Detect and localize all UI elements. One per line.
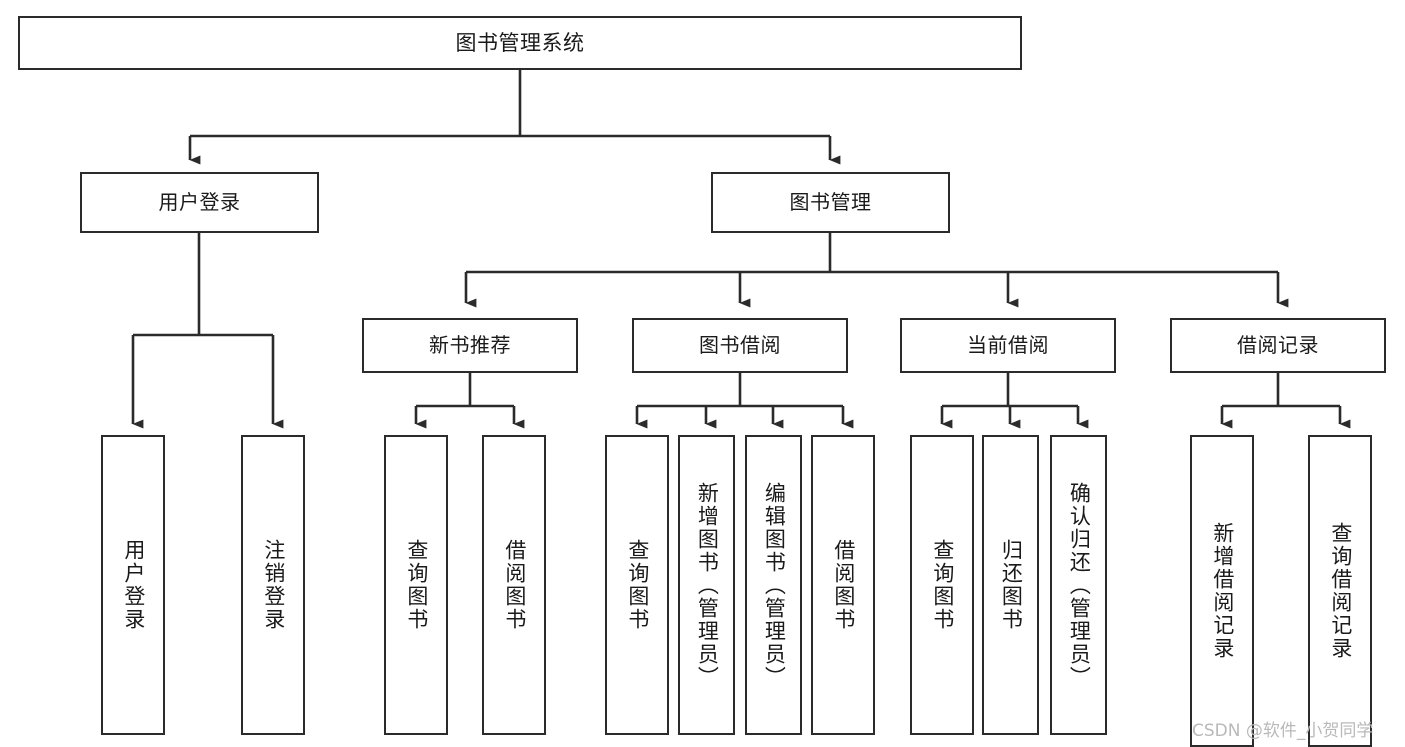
leaf-new-book-borrow-book-label: 借阅图书 xyxy=(502,539,527,631)
node-borrow-record[interactable]: 借阅记录 xyxy=(1170,318,1386,373)
leaf-user-login-login-label: 用户登录 xyxy=(121,539,146,631)
node-root-book-management-system[interactable]: 图书管理系统 xyxy=(18,16,1022,70)
leaf-current-borrow-return-book[interactable]: 归还图书 xyxy=(982,435,1039,735)
leaf-borrow-record-add-record-label: 新增借阅记录 xyxy=(1210,522,1235,660)
node-borrow-record-label: 借阅记录 xyxy=(1237,332,1319,357)
node-book-management-label: 图书管理 xyxy=(789,189,872,214)
leaf-current-borrow-query-book[interactable]: 查询图书 xyxy=(910,435,974,735)
leaf-borrow-record-add-record[interactable]: 新增借阅记录 xyxy=(1190,435,1254,747)
leaf-borrow-record-query-record[interactable]: 查询借阅记录 xyxy=(1308,435,1372,747)
node-user-login[interactable]: 用户登录 xyxy=(80,172,319,233)
leaf-user-login-logout[interactable]: 注销登录 xyxy=(241,435,305,735)
leaf-book-borrow-query-book[interactable]: 查询图书 xyxy=(605,435,669,735)
node-book-borrow-label: 图书借阅 xyxy=(699,332,781,357)
leaf-current-borrow-confirm-return[interactable]: 确认归还（管理员） xyxy=(1050,435,1107,735)
leaf-book-borrow-add-book-label: 新增图书（管理员） xyxy=(695,481,720,689)
leaf-new-book-query-book[interactable]: 查询图书 xyxy=(384,435,448,735)
leaf-current-borrow-query-book-label: 查询图书 xyxy=(930,539,955,631)
leaf-book-borrow-query-book-label: 查询图书 xyxy=(625,539,650,631)
leaf-book-borrow-borrow-book[interactable]: 借阅图书 xyxy=(811,435,875,735)
node-user-login-label: 用户登录 xyxy=(158,189,241,214)
node-book-borrow[interactable]: 图书借阅 xyxy=(632,318,848,373)
node-current-borrow[interactable]: 当前借阅 xyxy=(900,318,1116,373)
node-root-label: 图书管理系统 xyxy=(455,30,585,55)
node-current-borrow-label: 当前借阅 xyxy=(967,332,1049,357)
leaf-book-borrow-edit-book-label: 编辑图书（管理员） xyxy=(762,481,787,689)
leaf-current-borrow-return-book-label: 归还图书 xyxy=(999,539,1024,631)
leaf-book-borrow-borrow-book-label: 借阅图书 xyxy=(831,539,856,631)
leaf-new-book-borrow-book[interactable]: 借阅图书 xyxy=(482,435,546,735)
leaf-book-borrow-add-book[interactable]: 新增图书（管理员） xyxy=(678,435,735,735)
leaf-current-borrow-confirm-return-label: 确认归还（管理员） xyxy=(1067,481,1092,689)
leaf-borrow-record-query-record-label: 查询借阅记录 xyxy=(1328,522,1353,660)
node-book-management[interactable]: 图书管理 xyxy=(711,172,950,233)
node-new-book-recommend[interactable]: 新书推荐 xyxy=(362,318,578,373)
leaf-user-login-login[interactable]: 用户登录 xyxy=(101,435,165,735)
leaf-book-borrow-edit-book[interactable]: 编辑图书（管理员） xyxy=(745,435,802,735)
node-new-book-recommend-label: 新书推荐 xyxy=(429,332,511,357)
leaf-user-login-logout-label: 注销登录 xyxy=(261,539,286,631)
leaf-new-book-query-book-label: 查询图书 xyxy=(404,539,429,631)
